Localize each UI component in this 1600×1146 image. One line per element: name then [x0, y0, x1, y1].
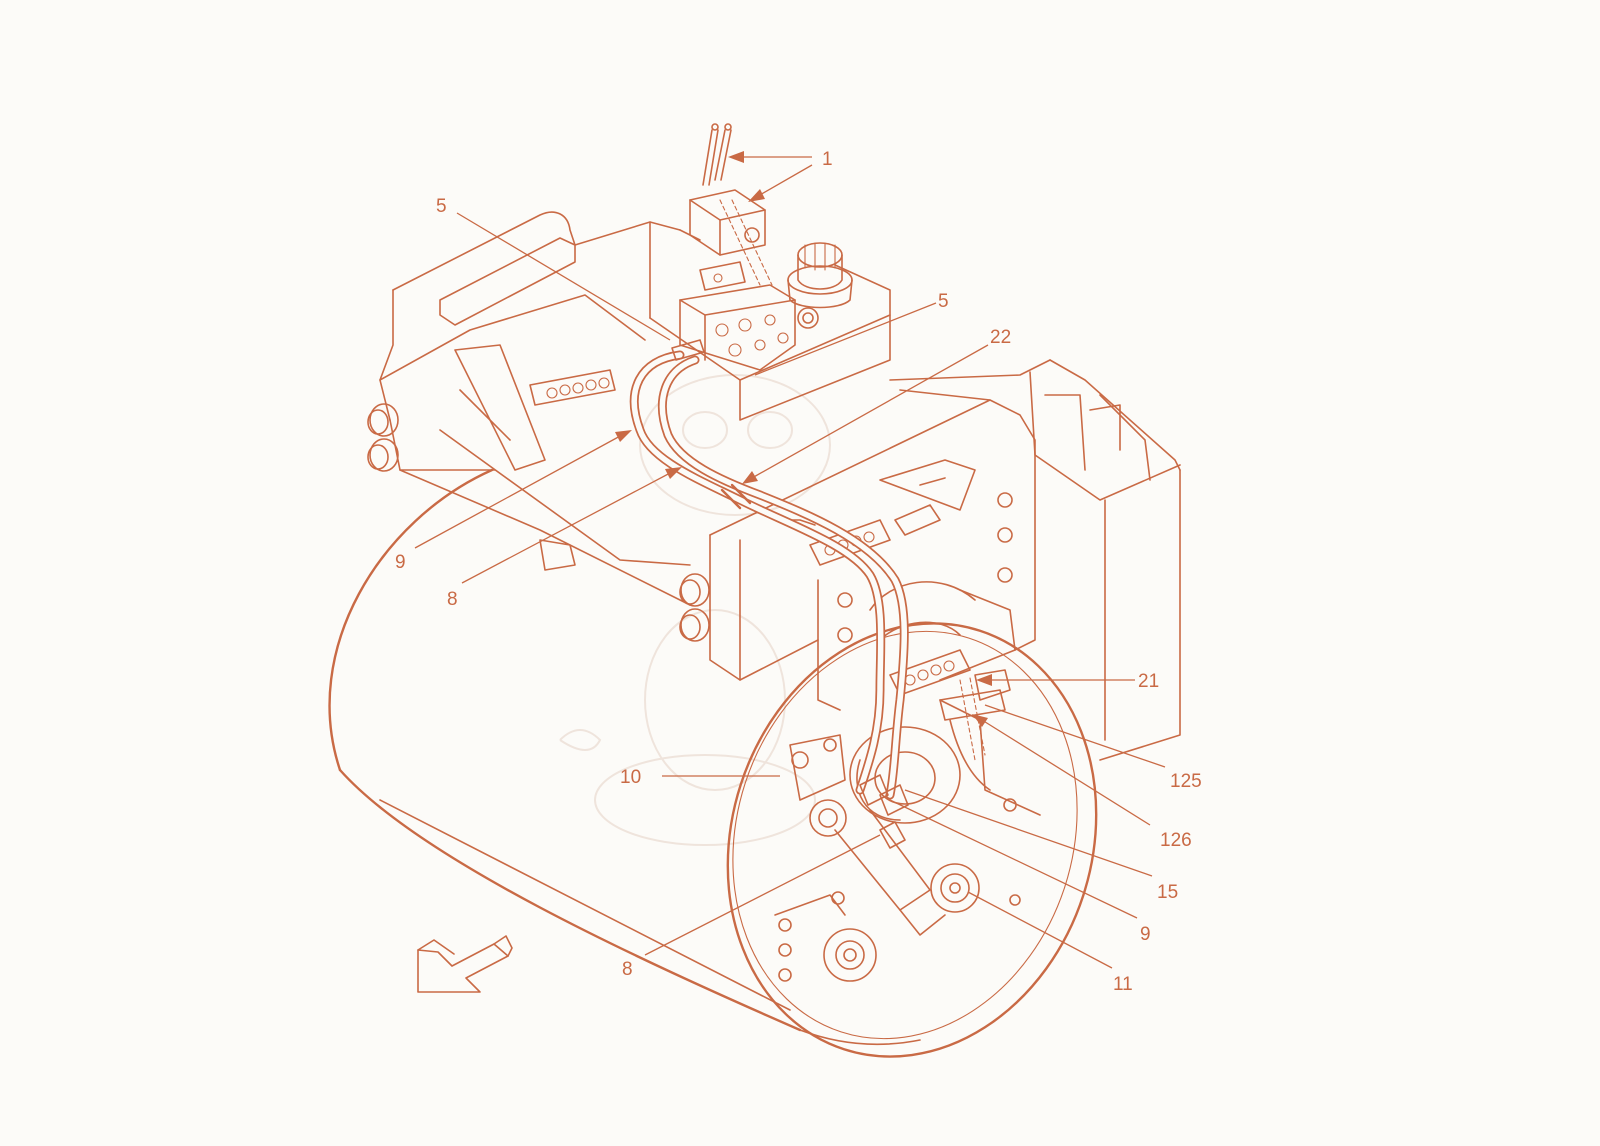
callout-8-lower: 8: [622, 959, 633, 980]
callout-126: 126: [1160, 830, 1192, 851]
callout-21: 21: [1138, 671, 1159, 692]
terminal-strip-left: [529, 369, 616, 406]
watermark-mascot: [559, 374, 831, 846]
hydraulic-hoses: [629, 339, 909, 849]
drum: [328, 468, 1098, 1058]
callout-15: 15: [1157, 882, 1178, 903]
rear-frame: [379, 211, 691, 606]
valve-block: [679, 261, 819, 371]
leader-lines: [414, 151, 1166, 969]
callout-10: 10: [620, 767, 641, 788]
side-frame: [1029, 359, 1181, 761]
front-yoke: [709, 399, 1036, 711]
callout-labels: 1 5 5 22 9 8 21 125 10 126 15 9 8 11: [395, 149, 1202, 995]
callout-125: 125: [1170, 771, 1202, 792]
filler-cap: [787, 242, 853, 309]
callout-11: 11: [1113, 974, 1133, 995]
control-levers: [689, 123, 773, 286]
callout-9-lower: 9: [1140, 924, 1151, 945]
callout-22: 22: [990, 327, 1011, 348]
rear-bushings: [367, 403, 710, 642]
direction-arrow-icon: [417, 935, 513, 993]
callout-5-left: 5: [436, 196, 447, 217]
callout-9-upper: 9: [395, 552, 406, 573]
callout-5-right: 5: [938, 291, 949, 312]
callout-8-upper: 8: [447, 589, 458, 610]
hydraulic-tank: [649, 229, 1051, 421]
drive-hub: [774, 699, 1041, 982]
callout-1: 1: [822, 149, 833, 170]
